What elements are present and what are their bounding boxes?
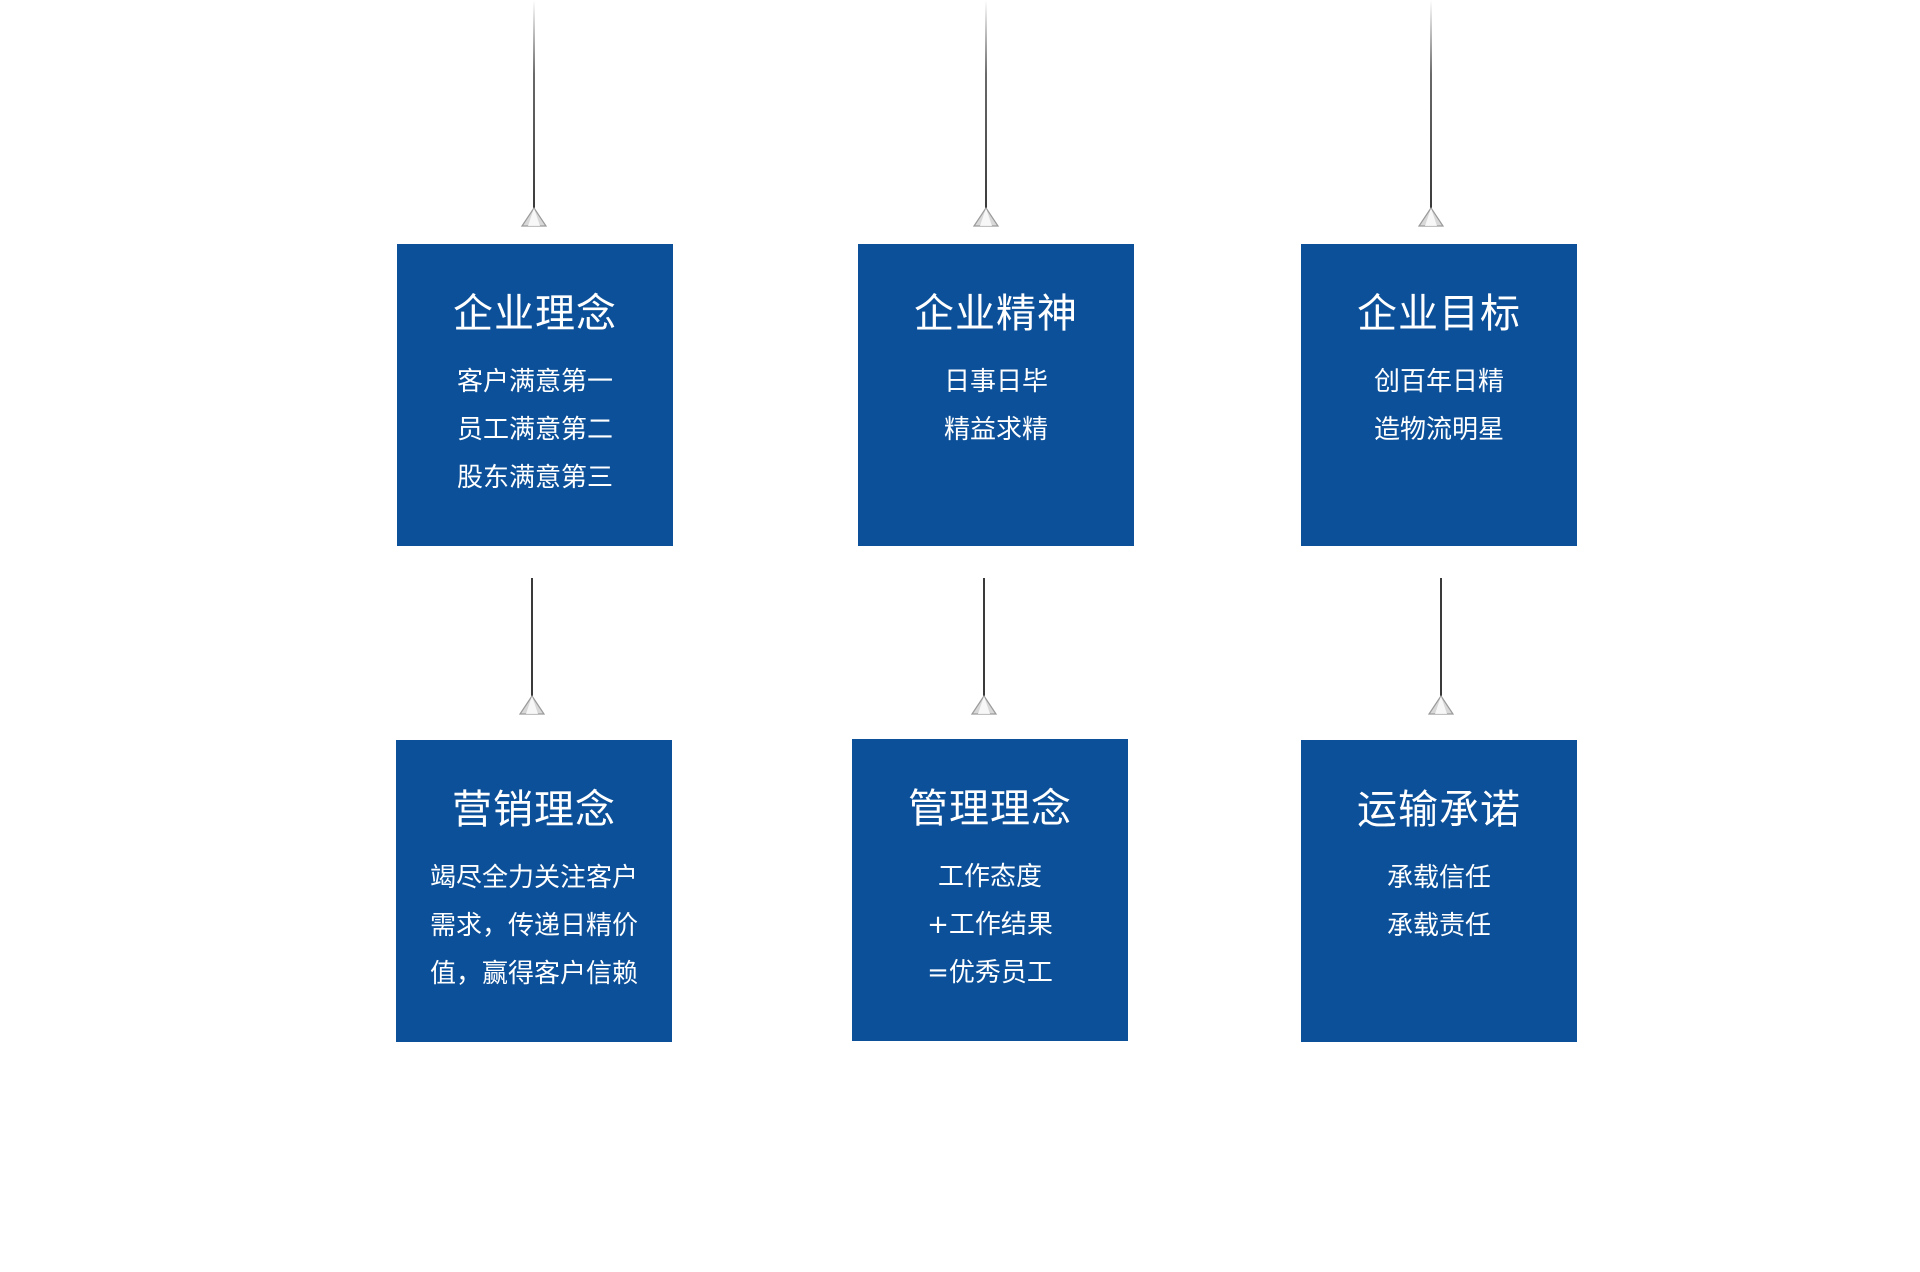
- card-lines: 创百年日精 造物流明星: [1301, 358, 1577, 454]
- card-lines: 承载信任 承载责任: [1301, 854, 1577, 950]
- hanger-wire-1: [514, 0, 554, 230]
- hanger-wire-3: [1411, 0, 1451, 230]
- card-title: 运输承诺: [1357, 787, 1521, 833]
- card-title: 企业精神: [914, 291, 1078, 337]
- card-lines: 竭尽全力关注客户 需求，传递日精价 值，赢得客户信赖: [396, 854, 672, 998]
- card-line: 竭尽全力关注客户: [429, 863, 638, 893]
- card-marketing-philosophy: 营销理念 竭尽全力关注客户 需求，传递日精价 值，赢得客户信赖: [396, 740, 672, 1042]
- hook-icon: [1417, 206, 1445, 227]
- card-corporate-philosophy: 企业理念 客户满意第一 员工满意第二 股东满意第三: [397, 244, 673, 546]
- card-management-philosophy: 管理理念 工作态度 +工作结果 =优秀员工: [852, 739, 1128, 1041]
- card-line: 造物流明星: [1373, 415, 1504, 445]
- card-line: 承载信任: [1386, 863, 1491, 893]
- card-line: 工作态度: [937, 862, 1042, 892]
- card-line: 创百年日精: [1373, 367, 1504, 397]
- card-line: 日事日毕: [943, 367, 1048, 397]
- card-line: +工作结果: [927, 910, 1053, 940]
- hanger-wire-6: [1421, 578, 1461, 718]
- hook-icon: [1427, 694, 1455, 715]
- card-line: 值，赢得客户信赖: [429, 959, 638, 989]
- card-line: 需求，传递日精价: [429, 911, 638, 941]
- card-line: =优秀员工: [927, 958, 1053, 988]
- card-title: 营销理念: [452, 787, 616, 833]
- card-title: 管理理念: [908, 786, 1072, 832]
- card-line: 员工满意第二: [456, 415, 613, 445]
- card-lines: 工作态度 +工作结果 =优秀员工: [852, 853, 1128, 997]
- card-title: 企业目标: [1357, 291, 1521, 337]
- hanger-wire-2: [966, 0, 1006, 230]
- hanger-wire-4: [512, 578, 552, 718]
- card-corporate-spirit: 企业精神 日事日毕 精益求精: [858, 244, 1134, 546]
- hook-icon: [520, 206, 548, 227]
- card-line: 股东满意第三: [456, 463, 613, 493]
- card-title: 企业理念: [453, 291, 617, 337]
- hook-icon: [970, 694, 998, 715]
- card-transport-commitment: 运输承诺 承载信任 承载责任: [1301, 740, 1577, 1042]
- card-lines: 客户满意第一 员工满意第二 股东满意第三: [397, 358, 673, 502]
- card-lines: 日事日毕 精益求精: [858, 358, 1134, 454]
- card-line: 承载责任: [1386, 911, 1491, 941]
- hook-icon: [518, 694, 546, 715]
- hook-icon: [972, 206, 1000, 227]
- card-corporate-goal: 企业目标 创百年日精 造物流明星: [1301, 244, 1577, 546]
- card-line: 精益求精: [943, 415, 1048, 445]
- card-line: 客户满意第一: [456, 367, 613, 397]
- hanger-wire-5: [964, 578, 1004, 718]
